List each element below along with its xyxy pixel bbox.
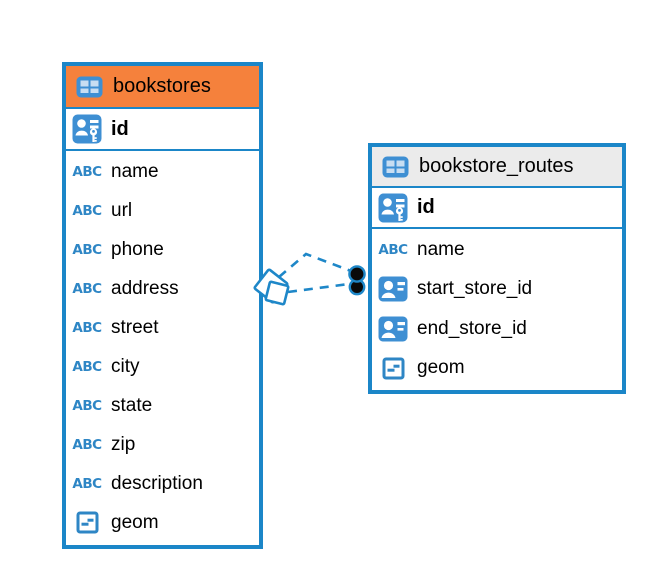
- column-row-address[interactable]: ABC address: [66, 269, 259, 308]
- entity-title: bookstores: [113, 75, 211, 97]
- column-row-zip[interactable]: ABC zip: [66, 425, 259, 464]
- column-label: description: [111, 472, 203, 494]
- reference-type-icon: [378, 316, 408, 342]
- reference-type-icon: [378, 276, 408, 302]
- primary-key-row[interactable]: id: [66, 109, 259, 151]
- column-label: end_store_id: [417, 317, 527, 339]
- entity-bookstores-header[interactable]: bookstores: [66, 66, 259, 109]
- column-row-description[interactable]: ABC description: [66, 464, 259, 503]
- column-row-name[interactable]: ABC name: [66, 152, 259, 191]
- column-label: phone: [111, 238, 164, 260]
- text-type-icon: ABC: [72, 475, 102, 492]
- column-row-state[interactable]: ABC state: [66, 386, 259, 425]
- text-type-icon: ABC: [72, 202, 102, 219]
- text-type-icon: ABC: [72, 163, 102, 180]
- text-type-icon: ABC: [72, 358, 102, 375]
- table-icon: [380, 156, 410, 178]
- text-type-icon: ABC: [378, 241, 408, 258]
- text-type-icon: ABC: [72, 319, 102, 336]
- text-type-icon: ABC: [72, 436, 102, 453]
- relationship-connector-start-store[interactable]: [278, 252, 352, 278]
- column-label: geom: [111, 511, 159, 533]
- entity-title: bookstore_routes: [419, 155, 574, 177]
- text-type-icon: ABC: [72, 280, 102, 297]
- column-row-phone[interactable]: ABC phone: [66, 230, 259, 269]
- primary-key-label: id: [417, 196, 435, 218]
- primary-key-label: id: [111, 117, 129, 140]
- geometry-type-icon: [72, 510, 102, 535]
- column-label: start_store_id: [417, 278, 533, 300]
- column-row-end-store-id[interactable]: end_store_id: [372, 309, 622, 349]
- column-label: url: [111, 199, 133, 221]
- column-list: ABC name ABC url ABC phone ABC address A…: [66, 151, 259, 542]
- column-row-start-store-id[interactable]: start_store_id: [372, 270, 622, 310]
- column-label: zip: [111, 433, 136, 455]
- column-row-geom[interactable]: geom: [66, 503, 259, 542]
- column-label: street: [111, 316, 159, 338]
- text-type-icon: ABC: [72, 397, 102, 414]
- relationship-dot-marker[interactable]: [348, 265, 366, 296]
- column-row-geom[interactable]: geom: [372, 349, 622, 389]
- entity-bookstore-routes-header[interactable]: bookstore_routes: [372, 147, 622, 188]
- primary-key-icon: [378, 193, 408, 223]
- column-list: ABC name start_store_id: [372, 229, 622, 388]
- primary-key-row[interactable]: id: [372, 188, 622, 229]
- column-label: state: [111, 394, 153, 416]
- column-label: city: [111, 355, 140, 377]
- column-row-city[interactable]: ABC city: [66, 347, 259, 386]
- column-label: geom: [417, 357, 465, 379]
- column-label: name: [417, 238, 465, 260]
- table-icon: [74, 76, 104, 98]
- geometry-type-icon: [378, 356, 408, 381]
- column-row-street[interactable]: ABC street: [66, 308, 259, 347]
- text-type-icon: ABC: [72, 241, 102, 258]
- entity-bookstore-routes[interactable]: bookstore_routes id: [368, 143, 626, 394]
- entity-bookstores[interactable]: bookstores id ABC: [62, 62, 263, 549]
- column-label: address: [111, 277, 179, 299]
- column-row-url[interactable]: ABC url: [66, 191, 259, 230]
- relationship-connector-end-store[interactable]: [287, 282, 350, 294]
- column-row-name[interactable]: ABC name: [372, 230, 622, 270]
- column-label: name: [111, 160, 159, 182]
- primary-key-icon: [72, 114, 102, 144]
